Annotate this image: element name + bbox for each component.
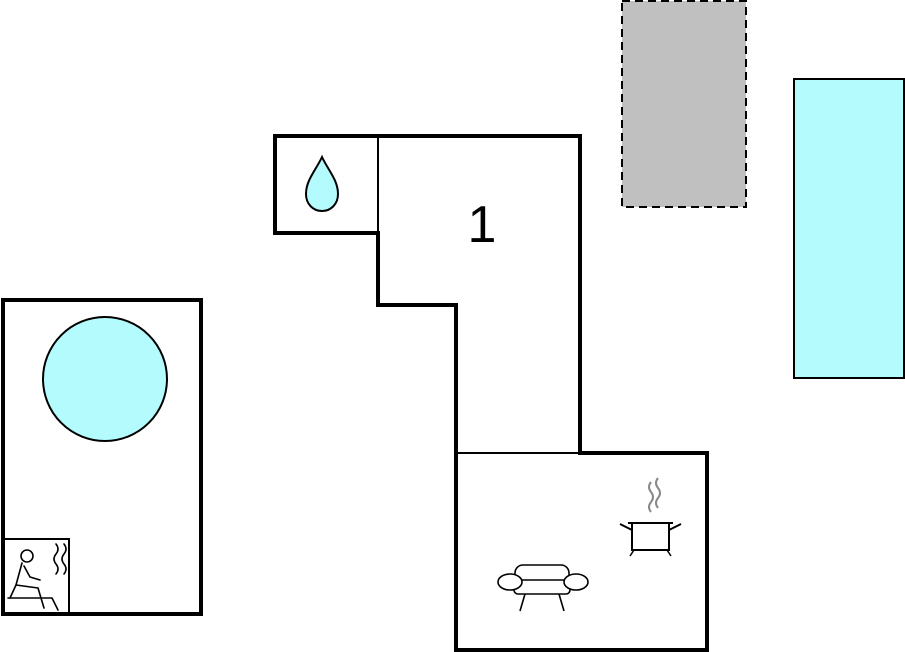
sofa-icon <box>497 564 589 612</box>
sauna-person-icon <box>7 543 67 611</box>
main-building <box>273 134 709 652</box>
swimming-pool <box>793 78 905 379</box>
terrace <box>621 0 747 208</box>
room-number: 1 <box>468 196 497 254</box>
water-drop-icon <box>304 154 340 213</box>
sauna-room <box>3 538 70 614</box>
hot-tub <box>42 316 168 442</box>
cooking-pot-icon <box>619 477 682 557</box>
